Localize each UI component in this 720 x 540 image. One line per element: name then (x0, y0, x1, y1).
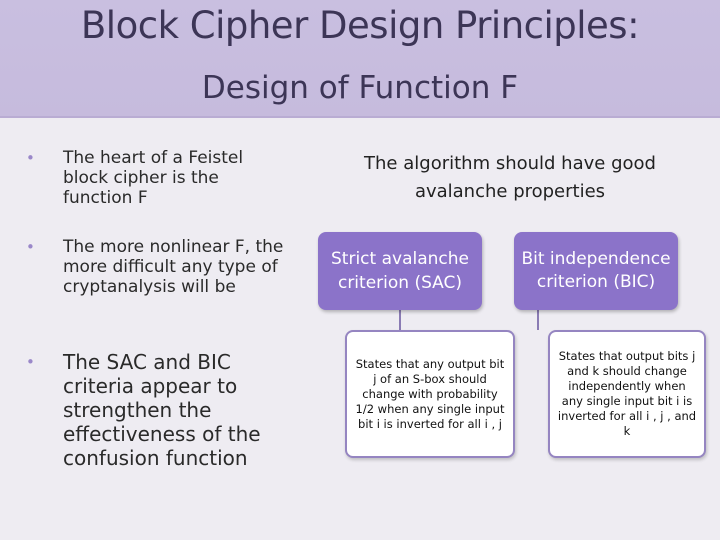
bullet-text: The heart of a Feistel block cipher is t… (63, 148, 244, 208)
connector-line (537, 310, 539, 330)
bullet-marker: • (26, 238, 35, 256)
bullet-text: The more nonlinear F, the more difficult… (63, 237, 284, 297)
bic-description: States that output bits j and k should c… (557, 349, 697, 438)
connector-line (399, 310, 401, 330)
bullet-item: • The SAC and BIC criteria appear to str… (26, 350, 286, 470)
slide-subtitle: Design of Function F (201, 70, 519, 106)
sac-label: Strict avalanche criterion (SAC) (331, 249, 469, 293)
bullet-text: The SAC and BIC criteria appear to stren… (63, 350, 261, 470)
diagram-root-text: The algorithm should have good avalanche… (364, 153, 656, 202)
bullet-item: • The heart of a Feistel block cipher is… (26, 148, 286, 208)
sac-description: States that any output bit j of an S-box… (355, 356, 505, 431)
slide-header: Block Cipher Design Principles: Design o… (0, 0, 720, 118)
bic-label: Bit independence criterion (BIC) (521, 249, 671, 292)
bullet-marker: • (26, 353, 35, 371)
bullet-item: • The more nonlinear F, the more difficu… (26, 237, 316, 297)
sac-node: Strict avalanche criterion (SAC) (318, 232, 482, 310)
bic-node: Bit independence criterion (BIC) (514, 232, 678, 310)
slide-title: Block Cipher Design Principles: (80, 4, 640, 47)
bic-description-card: States that output bits j and k should c… (548, 330, 706, 458)
sac-description-card: States that any output bit j of an S-box… (345, 330, 515, 458)
bullet-marker: • (26, 149, 35, 167)
